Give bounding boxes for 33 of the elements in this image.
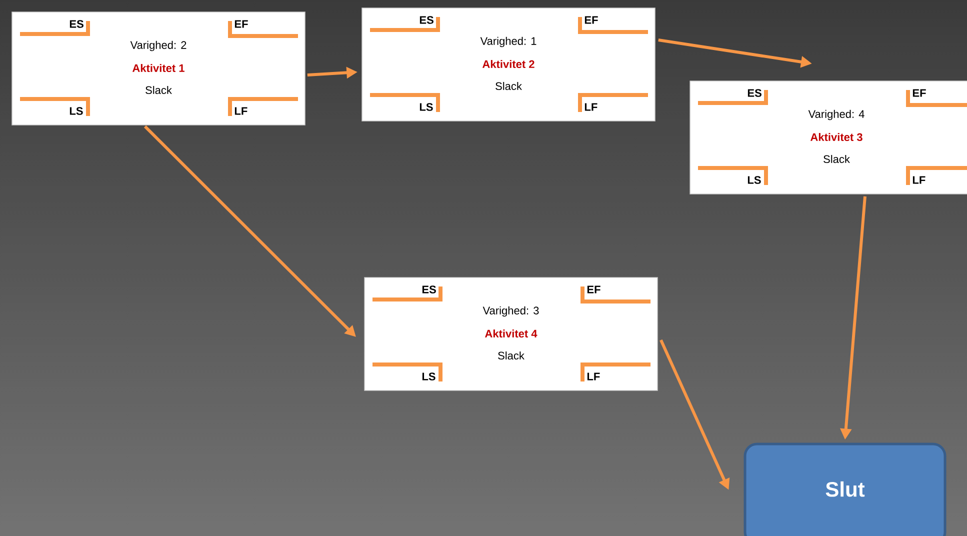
- corner-label: ES: [70, 20, 84, 28]
- slack-text: Slack: [498, 351, 524, 360]
- corner-label: EF: [234, 20, 248, 28]
- activity-name: Aktivitet 2: [482, 60, 534, 68]
- duration-text: Varighed: 4: [808, 110, 864, 120]
- activity-box: [364, 277, 658, 391]
- slack-text: Slack: [824, 154, 850, 164]
- corner-label: LS: [420, 103, 433, 111]
- duration-text: Varighed: 2: [130, 40, 186, 52]
- duration-text: Varighed: 3: [482, 306, 539, 317]
- slack-text: Slack: [146, 86, 172, 94]
- activity-name: Aktivitet 1: [132, 64, 184, 72]
- corner-label: LS: [70, 107, 83, 115]
- corner-label: EF: [587, 286, 600, 294]
- slack-text: Slack: [496, 82, 522, 90]
- corner-label: EF: [912, 89, 926, 97]
- corner-label: LF: [234, 107, 248, 115]
- corner-label: ES: [422, 286, 436, 294]
- end-box: Slut: [744, 442, 946, 536]
- corner-label: LS: [748, 176, 761, 184]
- activity-box: [12, 12, 306, 126]
- activity-name: Aktivitet 3: [810, 132, 862, 142]
- activity-box: [690, 80, 967, 194]
- duration-text: Varighed: 1: [480, 36, 536, 48]
- corner-label: LF: [587, 372, 600, 380]
- activity-name: Aktivitet 4: [484, 329, 538, 338]
- corner-label: EF: [584, 16, 598, 24]
- activity-box: [362, 8, 656, 122]
- corner-label: LF: [912, 176, 926, 184]
- corner-label: ES: [748, 89, 762, 97]
- corner-label: LS: [422, 372, 436, 380]
- corner-label: LF: [584, 103, 598, 111]
- corner-label: ES: [420, 16, 434, 24]
